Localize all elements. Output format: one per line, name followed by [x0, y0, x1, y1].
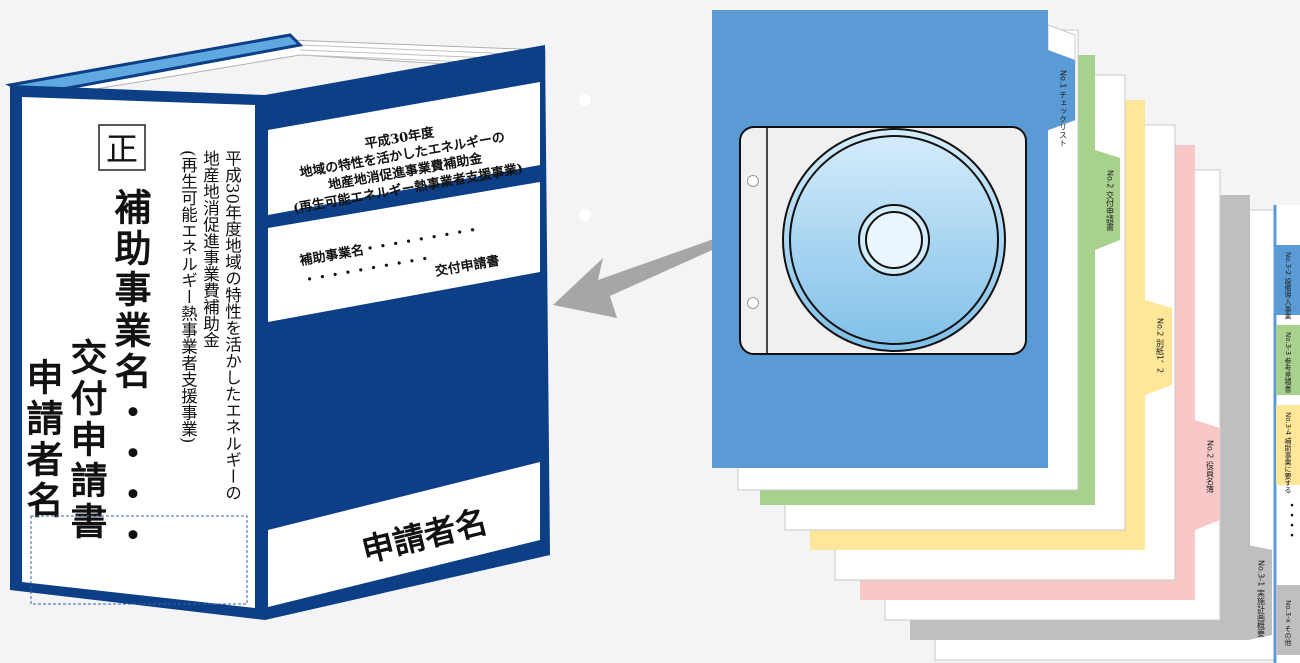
spine-project-line: 補助事業名・・・・ [108, 188, 152, 557]
small-tab-gray [1276, 585, 1300, 655]
spine-program-line-1: 平成30年度地域の特性を活かしたエネルギーの [223, 150, 242, 501]
background-dot [579, 94, 591, 106]
cover-applicant-label [268, 462, 540, 607]
binder: 正 補助事業名・・・・ 交付申請書 申請者名 平成30年度地域の特性を活かしたエ… [5, 33, 550, 620]
spine-applicant-line: 申請者名 [20, 358, 64, 522]
tab-label-2: No.2 交付申請書 [1106, 170, 1115, 232]
small-tab-yellow [1276, 405, 1300, 485]
tab-label-5: No.3-1 実施計画概要 [1257, 560, 1266, 638]
small-tab-label-3: No.3-4 補助事業に要する [1284, 412, 1292, 493]
seal-text: 正 [106, 130, 138, 168]
tab-label-3: No.2 別紙1、2 [1156, 318, 1165, 373]
tab-label-1: No.1 チェックリスト [1059, 70, 1068, 147]
spine-program-line-3: (再生可能エネルギー熱事業者支援事業) [179, 150, 198, 443]
tab-label-4: No.2 役員名簿 [1206, 440, 1215, 493]
spine-application-line: 交付申請書 [64, 337, 108, 543]
small-tab-blue [1276, 245, 1300, 315]
sleeve-hole-top [747, 175, 759, 187]
seal-box [98, 124, 146, 171]
background-dot [579, 209, 591, 221]
small-tab-label-4: No.3-x その他 [1284, 600, 1292, 647]
disc-hub-inner [865, 211, 923, 269]
arrow-to-binder [553, 235, 730, 318]
spine-blank-box [30, 515, 248, 605]
tab-green [1095, 150, 1120, 250]
binder-top-board [5, 33, 304, 97]
small-tab-label-1: No.3-2 設備導入事業 [1284, 252, 1292, 320]
small-tab-green [1276, 325, 1300, 395]
tab-pink [1195, 420, 1220, 530]
cd-sleeve [739, 126, 1027, 355]
tab-gray [1248, 545, 1272, 640]
tab-yellow [1145, 300, 1172, 395]
disc-inner-rim [789, 135, 999, 345]
sleeve-hole-bottom [747, 297, 759, 309]
small-tab-dots: ・・・・ [1285, 500, 1296, 540]
spine-label [22, 97, 255, 608]
small-tab-label-2: No.3-3 参考見積書 [1284, 332, 1292, 393]
cover-project-label [268, 182, 540, 322]
tab-blue [1048, 50, 1075, 130]
cover-program-label [268, 82, 540, 215]
spine-program-line-2: 地産地消促進事業費補助金 [201, 150, 220, 349]
